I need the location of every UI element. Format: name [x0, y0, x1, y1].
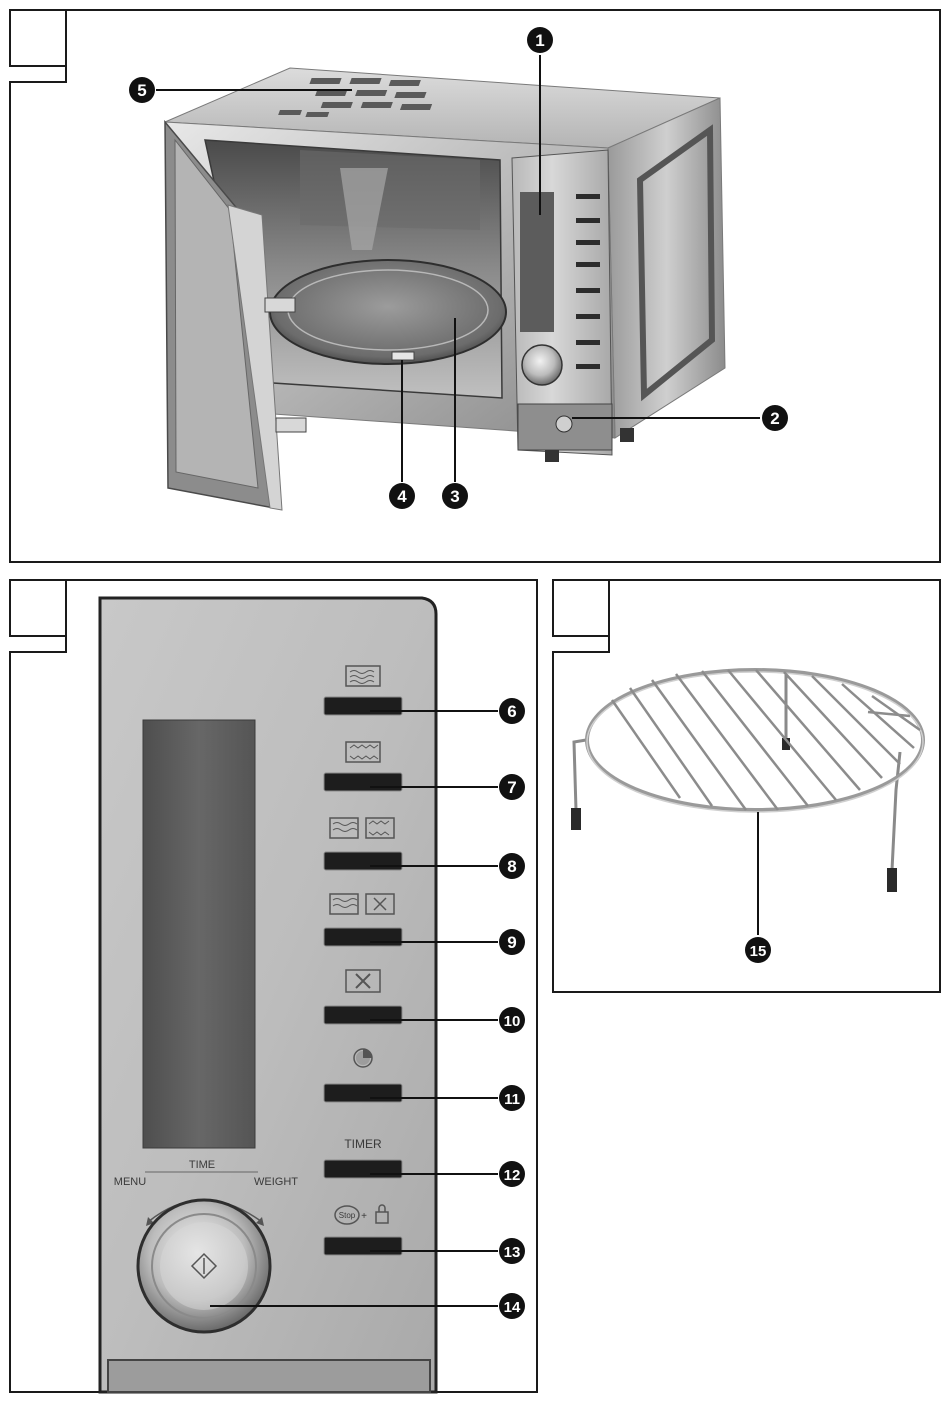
- svg-text:2: 2: [770, 409, 779, 428]
- callout-2: 2: [762, 405, 788, 431]
- dial-label-menu: MENU: [114, 1176, 146, 1188]
- figure-3-tab: [553, 580, 609, 636]
- callout-4: 4: [389, 483, 415, 509]
- button-timer[interactable]: [324, 1160, 402, 1178]
- svg-text:9: 9: [507, 933, 516, 952]
- dial-knob[interactable]: [138, 1200, 270, 1332]
- button-microwave-convection[interactable]: [324, 928, 402, 946]
- figure-2-tab: [10, 580, 66, 636]
- rack-legs: [574, 674, 900, 870]
- callout-15: 15: [745, 937, 771, 963]
- button-stop-lock[interactable]: [324, 1237, 402, 1255]
- clock-icon: [354, 1049, 372, 1067]
- figure-2: TIMER Stop + TIME MENU WEIGHT: [10, 580, 537, 1392]
- svg-text:1: 1: [535, 31, 544, 50]
- callout-1: 1: [527, 27, 553, 53]
- svg-text:15: 15: [750, 943, 767, 960]
- button-microwave-grill[interactable]: [324, 852, 402, 870]
- callout-10: 10: [499, 1007, 525, 1033]
- svg-text:14: 14: [504, 1299, 521, 1316]
- figure-1: 1 2 3 4 5: [10, 10, 940, 562]
- svg-text:3: 3: [450, 487, 459, 506]
- callout-8: 8: [499, 853, 525, 879]
- figure-3: 15: [553, 580, 940, 992]
- svg-text:+: +: [361, 1211, 367, 1222]
- svg-text:11: 11: [504, 1091, 520, 1108]
- button-convection[interactable]: [324, 1006, 402, 1024]
- microwave-photo: [165, 68, 725, 510]
- svg-text:Stop: Stop: [339, 1211, 356, 1220]
- callout-7: 7: [499, 774, 525, 800]
- callout-6: 6: [499, 698, 525, 724]
- timer-label: TIMER: [344, 1137, 382, 1151]
- door-release-button: [556, 416, 572, 432]
- svg-text:10: 10: [504, 1013, 521, 1030]
- dial-label-weight: WEIGHT: [254, 1176, 298, 1188]
- callout-12: 12: [499, 1161, 525, 1187]
- callout-9: 9: [499, 929, 525, 955]
- svg-text:13: 13: [504, 1244, 521, 1261]
- callout-5: 5: [129, 77, 155, 103]
- turntable-plate: [270, 260, 506, 364]
- control-panel-large: TIMER Stop + TIME MENU WEIGHT: [100, 598, 436, 1392]
- svg-text:5: 5: [137, 81, 146, 100]
- display-large: [143, 720, 255, 1148]
- svg-text:8: 8: [507, 857, 516, 876]
- display-small: [520, 192, 554, 332]
- callout-11: 11: [499, 1085, 525, 1111]
- svg-text:6: 6: [507, 702, 516, 721]
- button-microwave[interactable]: [324, 697, 402, 715]
- svg-text:7: 7: [507, 778, 516, 797]
- turntable-coupling: [392, 352, 414, 360]
- button-grill[interactable]: [324, 773, 402, 791]
- callout-3: 3: [442, 483, 468, 509]
- wire-rack: [571, 670, 923, 892]
- dial-small: [522, 345, 562, 385]
- figure-1-tab: [10, 10, 66, 66]
- svg-text:4: 4: [397, 487, 407, 506]
- svg-text:12: 12: [504, 1167, 521, 1184]
- button-clock[interactable]: [324, 1084, 402, 1102]
- dial-label-time: TIME: [189, 1159, 215, 1171]
- callout-13: 13: [499, 1238, 525, 1264]
- callout-14: 14: [499, 1293, 525, 1319]
